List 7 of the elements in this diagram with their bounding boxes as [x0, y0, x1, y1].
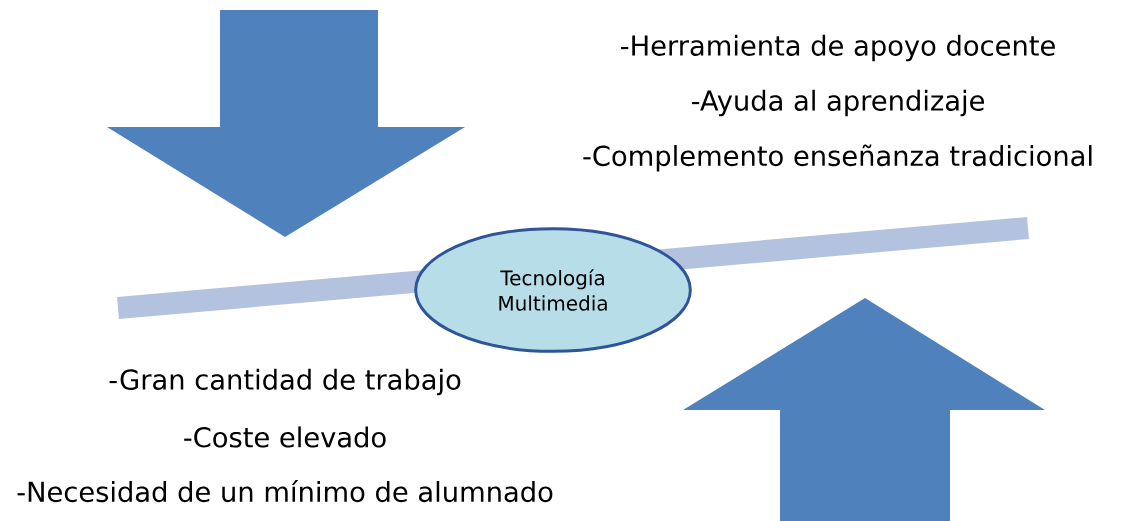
text-label: -Necesidad de un mínimo de alumnado [17, 479, 553, 503]
text-label: -Ayuda al aprendizaje [691, 89, 984, 117]
text-label: -Gran cantidad de trabajo [109, 368, 461, 396]
text-label: -Complemento enseñanza tradicional [583, 144, 1092, 172]
ellipse-node: Tecnología Multimedia [414, 227, 692, 353]
text-label: -Herramienta de apoyo docente [621, 34, 1055, 62]
text-label: -Coste elevado [184, 426, 386, 448]
